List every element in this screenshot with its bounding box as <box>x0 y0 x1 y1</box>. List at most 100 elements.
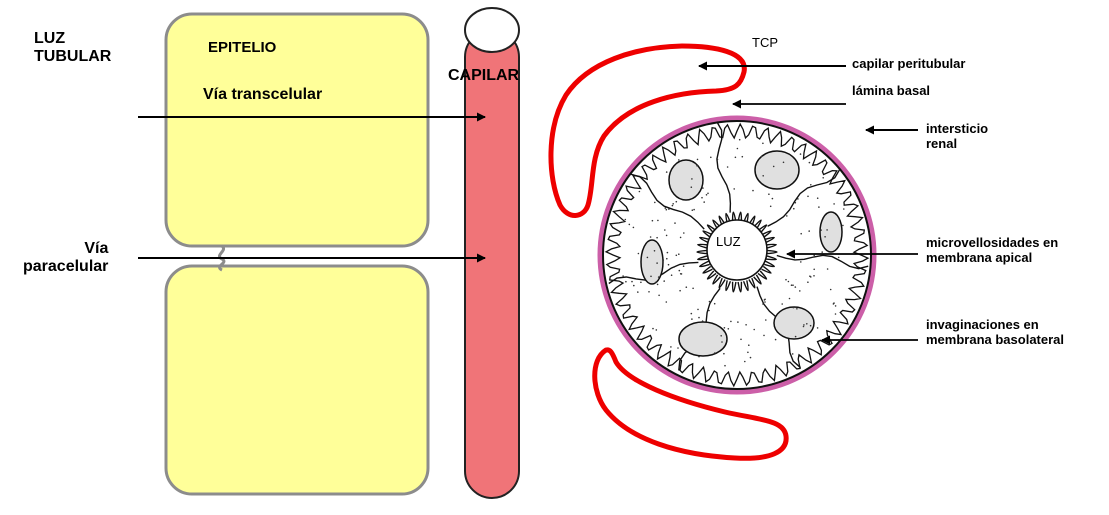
luz-tubular-label: LUZ TUBULAR <box>34 30 111 66</box>
stipple-dot <box>724 327 726 329</box>
stipple-dot <box>737 321 739 323</box>
stipple-dot <box>773 166 775 168</box>
tubule-lumen <box>707 220 767 280</box>
stipple-dot <box>665 207 667 209</box>
intersticio-line-1: intersticio <box>926 122 988 137</box>
stipple-dot <box>817 327 819 329</box>
stipple-dot <box>797 198 799 200</box>
tcp-label: TCP <box>752 36 778 51</box>
stipple-dot <box>785 279 787 281</box>
stipple-dot <box>677 347 679 349</box>
stipple-dot <box>809 275 811 277</box>
stipple-dot <box>686 286 688 288</box>
stipple-dot <box>768 193 770 195</box>
stipple-dot <box>671 274 673 276</box>
stipple-dot <box>706 194 708 196</box>
stipple-dot <box>792 353 794 355</box>
stipple-dot <box>656 329 658 331</box>
nucleus <box>641 240 663 284</box>
intersticio-line-2: renal <box>926 137 988 152</box>
via-paracelular-line-1: Vía <box>23 240 108 258</box>
stipple-dot <box>654 250 656 252</box>
stipple-dot <box>789 298 791 300</box>
stipple-dot <box>820 229 822 231</box>
stipple-dot <box>679 290 681 292</box>
stipple-dot <box>650 236 652 238</box>
stipple-dot <box>666 171 668 173</box>
stipple-dot <box>742 156 744 158</box>
stipple-dot <box>800 153 802 155</box>
stipple-dot <box>693 209 695 211</box>
stipple-dot <box>772 198 774 200</box>
capillary-opening <box>465 8 519 52</box>
stipple-dot <box>709 301 711 303</box>
stipple-dot <box>710 157 712 159</box>
stipple-dot <box>750 357 752 359</box>
stipple-dot <box>835 305 837 307</box>
stipple-dot <box>666 258 668 260</box>
stipple-dot <box>748 344 750 346</box>
stipple-dot <box>625 219 627 221</box>
stipple-dot <box>698 317 700 319</box>
stipple-dot <box>707 193 709 195</box>
stipple-dot <box>720 335 722 337</box>
stipple-dot <box>813 275 815 277</box>
nucleus <box>679 322 727 356</box>
stipple-dot <box>793 208 795 210</box>
stipple-dot <box>670 346 672 348</box>
stipple-dot <box>650 276 652 278</box>
stipple-dot <box>691 178 693 180</box>
invaginaciones-line-2: membrana basolateral <box>926 333 1064 348</box>
stipple-dot <box>714 303 716 305</box>
stipple-dot <box>654 202 656 204</box>
stipple-dot <box>637 291 639 293</box>
stipple-dot <box>833 302 835 304</box>
stipple-dot <box>775 339 777 341</box>
stipple-dot <box>673 266 675 268</box>
stipple-dot <box>648 291 650 293</box>
stipple-dot <box>764 301 766 303</box>
stipple-dot <box>835 313 837 315</box>
stipple-dot <box>664 229 666 231</box>
stipple-dot <box>803 324 805 326</box>
stipple-dot <box>692 209 694 211</box>
stipple-dot <box>810 325 812 327</box>
stipple-dot <box>717 159 719 161</box>
stipple-dot <box>762 143 764 145</box>
microvellosidades-line-2: membrana apical <box>926 251 1058 266</box>
via-paracelular-label: Vía paracelular <box>23 240 108 276</box>
epithelial-cell-upper <box>166 14 428 246</box>
stipple-dot <box>770 206 772 208</box>
stipple-dot <box>672 203 674 205</box>
stipple-dot <box>672 205 674 207</box>
stipple-dot <box>674 222 676 224</box>
stipple-dot <box>708 310 710 312</box>
stipple-dot <box>795 336 797 338</box>
stipple-dot <box>666 209 668 211</box>
stipple-dot <box>833 203 835 205</box>
stipple-dot <box>727 166 729 168</box>
stipple-dot <box>652 328 654 330</box>
stipple-dot <box>830 289 832 291</box>
stipple-dot <box>691 318 693 320</box>
stipple-dot <box>791 284 793 286</box>
stipple-dot <box>721 341 723 343</box>
stipple-dot <box>701 197 703 199</box>
stipple-dot <box>657 220 659 222</box>
stipple-dot <box>631 281 633 283</box>
stipple-dot <box>658 295 660 297</box>
stipple-dot <box>680 237 682 239</box>
stipple-dot <box>683 265 685 267</box>
stipple-dot <box>667 252 669 254</box>
stipple-dot <box>702 320 704 322</box>
invaginaciones-line-1: invaginaciones en <box>926 318 1064 333</box>
stipple-dot <box>691 186 693 188</box>
nucleus <box>774 307 814 339</box>
stipple-dot <box>702 187 704 189</box>
stipple-dot <box>692 288 694 290</box>
stipple-dot <box>697 309 699 311</box>
stipple-dot <box>666 301 668 303</box>
stipple-dot <box>666 235 668 237</box>
stipple-dot <box>663 259 665 261</box>
stipple-dot <box>762 303 764 305</box>
